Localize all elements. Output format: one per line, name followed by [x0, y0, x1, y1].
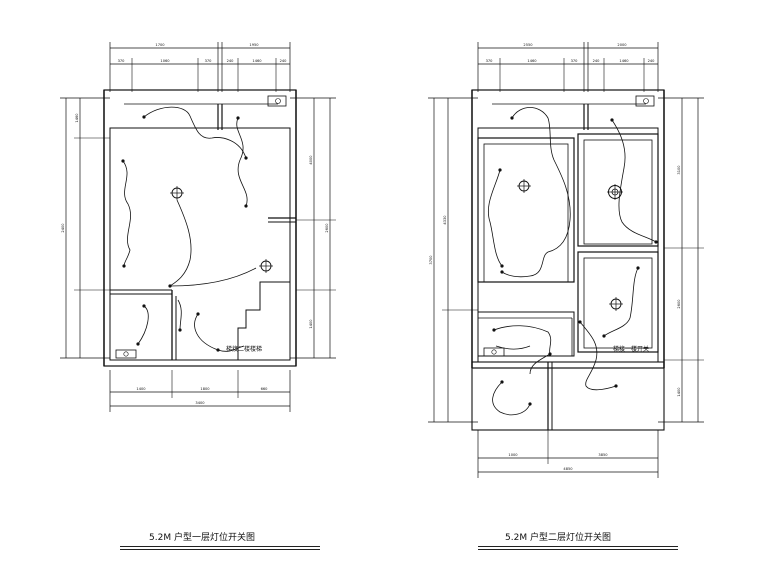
dim-right: 1400: [309, 319, 313, 329]
plan-2-annotation: 梯接一楼开关: [613, 345, 649, 353]
dim-bottom: 1000: [508, 453, 518, 457]
plan-1-title-underline: [120, 546, 320, 547]
dim-bottom-total: 4850: [563, 467, 573, 471]
dim-right: 2600: [677, 299, 681, 309]
plan-1-first-floor: [60, 42, 336, 412]
dim-bottom-total: 3400: [195, 401, 205, 405]
dim-top-detail: 1460: [619, 59, 629, 63]
dim-top-detail: 240: [648, 59, 656, 63]
dim-top-detail: 240: [280, 59, 288, 63]
plan-2-title: 5.2M 户型二层灯位开关图: [505, 533, 611, 543]
dim-top-2: 2000: [617, 43, 627, 47]
dim-top-detail: 370: [205, 59, 213, 63]
dim-right: 1400: [677, 387, 681, 397]
plan-1-annotation: 梯接二楼楼梯: [226, 345, 262, 353]
dim-top-1: 1700: [155, 43, 165, 47]
dim-top-2: 1950: [249, 43, 259, 47]
dim-bottom: 660: [261, 387, 269, 391]
dim-right: 2600: [325, 223, 329, 233]
plan-1-title: 5.2M 户型一层灯位开关图: [149, 533, 255, 543]
dim-top-detail: 1460: [527, 59, 537, 63]
dim-top-detail: 1060: [160, 59, 170, 63]
dim-top-detail: 370: [571, 59, 579, 63]
dim-top-detail: 370: [118, 59, 126, 63]
dim-bottom: 3850: [598, 453, 608, 457]
plan-2-second-floor: [428, 42, 704, 478]
dim-top-detail: 1460: [252, 59, 262, 63]
dim-left: 4330: [443, 215, 447, 225]
dim-bottom: 1800: [200, 387, 210, 391]
dim-right: 3100: [677, 165, 681, 175]
dim-top-detail: 370: [486, 59, 494, 63]
dim-top-detail: 240: [227, 59, 235, 63]
dim-left: 2400: [61, 223, 65, 233]
dim-top-1: 2550: [523, 43, 533, 47]
dim-right: 4000: [309, 155, 313, 165]
dim-left: 1460: [75, 113, 79, 123]
dim-top-detail: 240: [593, 59, 601, 63]
dim-left: 3700: [429, 255, 433, 265]
plan-2-title-underline: [478, 546, 678, 547]
plan-1-title-underline-2: [120, 549, 320, 550]
plan-2-title-underline-2: [478, 549, 678, 550]
dim-bottom: 1400: [136, 387, 146, 391]
